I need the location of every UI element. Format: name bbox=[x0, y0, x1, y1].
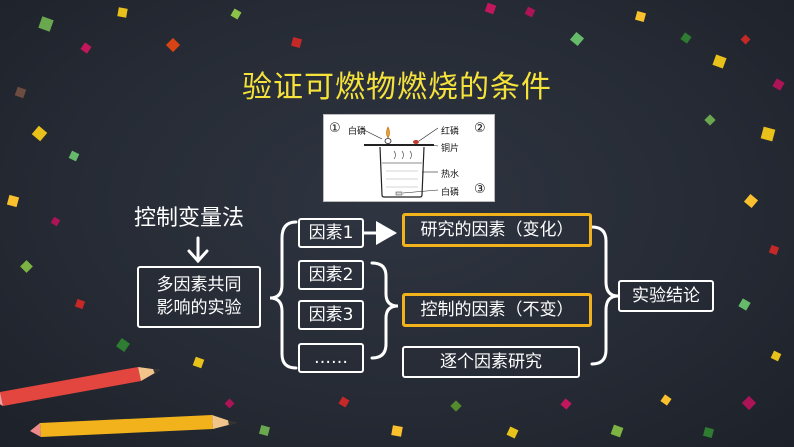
pencils-decoration bbox=[0, 367, 236, 437]
studied-factor-box: 研究的因素（变化） bbox=[402, 213, 592, 247]
figure-marker-3: ③ bbox=[474, 182, 486, 197]
down-arrow-head bbox=[187, 249, 209, 264]
factor-box-ellipsis: …… bbox=[298, 343, 364, 373]
controlled-factor-box: 控制的因素（不变） bbox=[402, 293, 592, 327]
label-white-phosphorus-bottom: 白磷 bbox=[441, 188, 460, 198]
figure-marker-2: ② bbox=[474, 121, 486, 136]
method-label: 控制变量法 bbox=[134, 206, 245, 231]
multi-factor-line1: 多因素共同 bbox=[156, 275, 242, 296]
factor-box-3: 因素3 bbox=[298, 300, 364, 330]
experiment-figure: ① 白磷 红磷 ② 铜片 热水 白磷 ③ bbox=[323, 114, 495, 202]
label-hot-water: 热水 bbox=[441, 170, 460, 180]
multi-factor-box: 多因素共同 影响的实验 bbox=[137, 266, 261, 328]
left-brace bbox=[269, 220, 298, 370]
figure-marker-1: ① bbox=[329, 121, 341, 136]
one-by-one-box: 逐个因素研究 bbox=[402, 346, 580, 378]
label-white-phosphorus-top: 白磷 bbox=[348, 127, 367, 137]
page-title: 验证可燃物燃烧的条件 bbox=[242, 70, 552, 105]
yellow-pencil-icon bbox=[30, 415, 236, 437]
conclusion-box: 实验结论 bbox=[618, 280, 714, 312]
label-red-phosphorus: 红磷 bbox=[441, 127, 460, 137]
factor-box-1: 因素1 bbox=[298, 218, 364, 248]
middle-brace bbox=[370, 261, 399, 360]
beaker-icon bbox=[359, 126, 439, 198]
right-brace bbox=[590, 225, 619, 366]
red-pencil-icon bbox=[0, 367, 160, 406]
multi-factor-line2: 影响的实验 bbox=[156, 298, 242, 318]
label-copper-sheet: 铜片 bbox=[441, 144, 460, 154]
factor-box-2: 因素2 bbox=[298, 260, 364, 290]
